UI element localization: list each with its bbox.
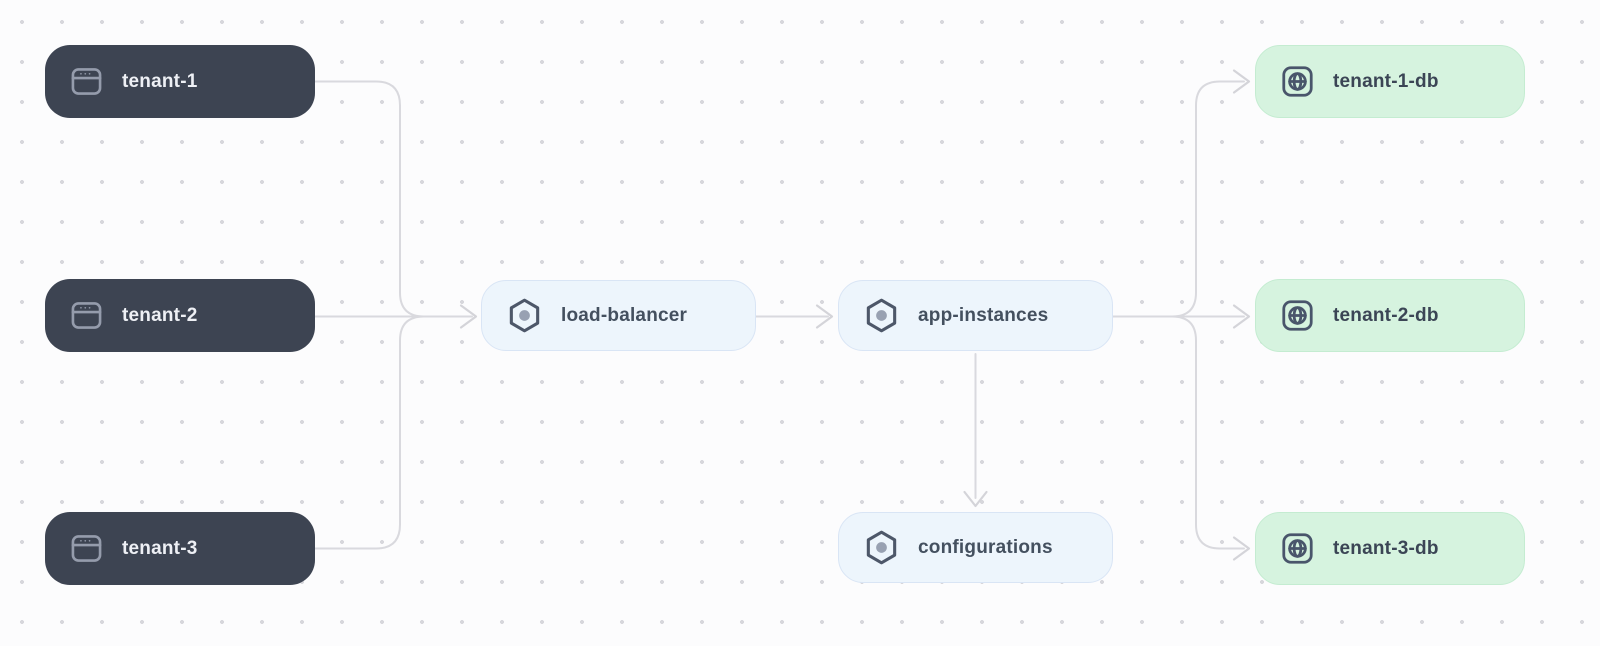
node-label: load-balancer xyxy=(561,304,688,326)
node-configurations[interactable]: configurations xyxy=(838,512,1113,583)
arrowhead xyxy=(1232,536,1251,561)
arrowhead xyxy=(815,304,834,329)
node-label: app-instances xyxy=(918,304,1049,326)
arrowhead xyxy=(459,304,478,329)
node-label: tenant-2-db xyxy=(1333,304,1439,326)
node-label: tenant-3-db xyxy=(1333,537,1439,559)
arrowhead xyxy=(1232,69,1251,94)
hexagon-icon xyxy=(505,296,544,335)
node-label: tenant-3 xyxy=(122,537,198,559)
edge-tenant3-loadbalancer xyxy=(314,315,451,550)
app-window-icon xyxy=(68,63,105,100)
node-tenant-2[interactable]: tenant-2 xyxy=(45,279,315,352)
app-window-icon xyxy=(68,297,105,334)
node-tenant-1-db[interactable]: tenant-1-db xyxy=(1255,45,1525,118)
edge-tenant1-loadbalancer xyxy=(314,80,451,318)
edge-appinstances-db3 xyxy=(1112,315,1245,550)
node-label: tenant-2 xyxy=(122,304,198,326)
node-label: tenant-1 xyxy=(122,70,198,92)
globe-icon xyxy=(1279,63,1316,100)
globe-icon xyxy=(1279,530,1316,567)
hexagon-icon xyxy=(862,296,901,335)
arrowhead xyxy=(1232,304,1251,329)
globe-icon xyxy=(1279,297,1316,334)
node-tenant-2-db[interactable]: tenant-2-db xyxy=(1255,279,1525,352)
node-tenant-3-db[interactable]: tenant-3-db xyxy=(1255,512,1525,585)
node-app-instances[interactable]: app-instances xyxy=(838,280,1113,351)
node-tenant-3[interactable]: tenant-3 xyxy=(45,512,315,585)
node-load-balancer[interactable]: load-balancer xyxy=(481,280,756,351)
app-window-icon xyxy=(68,530,105,567)
node-tenant-1[interactable]: tenant-1 xyxy=(45,45,315,118)
node-label: tenant-1-db xyxy=(1333,70,1439,92)
edge-appinstances-db1 xyxy=(1112,80,1245,318)
node-label: configurations xyxy=(918,536,1053,558)
arrowhead xyxy=(963,490,988,508)
hexagon-icon xyxy=(862,528,901,567)
